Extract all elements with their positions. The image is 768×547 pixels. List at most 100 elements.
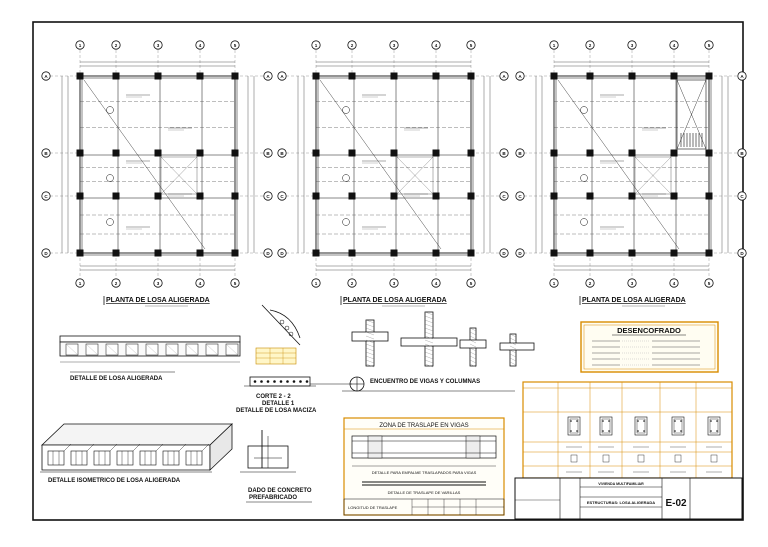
column — [196, 192, 204, 200]
grid-bubble-right — [737, 148, 747, 158]
grid-label: 3 — [393, 281, 396, 286]
column — [467, 249, 475, 257]
rebar — [299, 380, 302, 383]
grid-bubble-top — [111, 40, 121, 50]
grid-label: A — [518, 74, 522, 79]
column — [348, 72, 356, 80]
grid-label: 3 — [631, 281, 634, 286]
rebar — [273, 380, 276, 383]
column — [231, 192, 239, 200]
grid-label: A — [44, 74, 48, 79]
slab-outline — [79, 75, 236, 254]
column — [312, 149, 320, 157]
rebar — [279, 380, 283, 383]
rebar — [286, 380, 289, 383]
column — [112, 192, 120, 200]
column — [628, 249, 636, 257]
column-section — [567, 416, 581, 436]
grid-label: D — [280, 251, 284, 256]
grid-label: 2 — [351, 281, 354, 286]
grid-bubble-right — [263, 191, 273, 201]
grid-bubble-right — [499, 248, 509, 258]
grid-label: 2 — [351, 43, 354, 48]
column — [586, 192, 594, 200]
grid-label: C — [740, 194, 744, 199]
column — [154, 249, 162, 257]
grid-bubble-top — [347, 40, 357, 50]
column — [670, 192, 678, 200]
column — [154, 149, 162, 157]
grid-label: 3 — [157, 43, 160, 48]
grid-label: B — [44, 151, 48, 156]
grid-label: 3 — [631, 43, 634, 48]
rebar — [292, 380, 296, 383]
column — [586, 149, 594, 157]
column — [550, 249, 558, 257]
rebar — [266, 380, 270, 383]
grid-bubble-bottom — [311, 278, 321, 288]
grid-bubble-left — [277, 148, 287, 158]
column — [705, 149, 713, 157]
grid-label: 5 — [234, 43, 237, 48]
grid-bubble-bottom — [75, 278, 85, 288]
detail-encuentro: ENCUENTRO DE VIGAS Y COLUMNAS — [310, 311, 535, 392]
column — [348, 192, 356, 200]
dado-title-2: PREFABRICADO — [249, 495, 297, 501]
iso-brick — [139, 450, 157, 466]
column — [231, 149, 239, 157]
grid-label: A — [266, 74, 270, 79]
grid-bubble-bottom — [347, 278, 357, 288]
grid-bubble-left — [515, 248, 525, 258]
grid-label: 1 — [315, 281, 318, 286]
column — [154, 72, 162, 80]
column — [348, 249, 356, 257]
grid-bubble-left — [515, 148, 525, 158]
grid-label: D — [740, 251, 744, 256]
grid-bubble-top — [75, 40, 85, 50]
detail-losa-aligerada-title: DETALLE DE LOSA ALIGERADA — [70, 376, 163, 382]
grid-label: D — [266, 251, 270, 256]
column — [467, 149, 475, 157]
column — [196, 72, 204, 80]
plan-title-text-3: PLANTA DE LOSA ALIGERADA — [582, 297, 686, 304]
iso-brick — [185, 450, 203, 466]
grid-bubble-bottom — [153, 278, 163, 288]
grid-label: 4 — [673, 43, 676, 48]
grid-bubble-bottom — [466, 278, 476, 288]
detail-dado: DADO DE CONCRETO PREFABRICADO — [240, 430, 312, 503]
grid-label: A — [502, 74, 506, 79]
grid-label: C — [44, 194, 48, 199]
column — [390, 149, 398, 157]
column — [550, 72, 558, 80]
column — [550, 149, 558, 157]
grid-label: 2 — [115, 43, 118, 48]
sheet-name: ESTRUCTURAS: LOSA ALIGERADA — [587, 500, 655, 505]
column — [550, 192, 558, 200]
column — [586, 72, 594, 80]
grid-bubble-left — [277, 248, 287, 258]
column — [112, 249, 120, 257]
column — [467, 72, 475, 80]
grid-label: B — [266, 151, 270, 156]
grid-bubble-left — [515, 191, 525, 201]
column — [76, 249, 84, 257]
grid-bubble-bottom — [704, 278, 714, 288]
column — [705, 192, 713, 200]
column — [312, 72, 320, 80]
grid-bubble-bottom — [230, 278, 240, 288]
column — [390, 72, 398, 80]
grid-bubble-bottom — [627, 278, 637, 288]
detail-losa-maciza: CORTE 2 - 2 DETALLE 1 DETALLE DE LOSA MA… — [236, 304, 317, 414]
grid-bubble-top — [704, 40, 714, 50]
column — [112, 149, 120, 157]
grid-bubble-right — [737, 191, 747, 201]
grid-bubble-left — [41, 248, 51, 258]
grid-bubble-right — [499, 148, 509, 158]
plan-title-2: PLANTA DE LOSA ALIGERADA — [340, 296, 447, 307]
grid-label: A — [280, 74, 284, 79]
grid-bubble-bottom — [669, 278, 679, 288]
grid-bubble-bottom — [389, 278, 399, 288]
